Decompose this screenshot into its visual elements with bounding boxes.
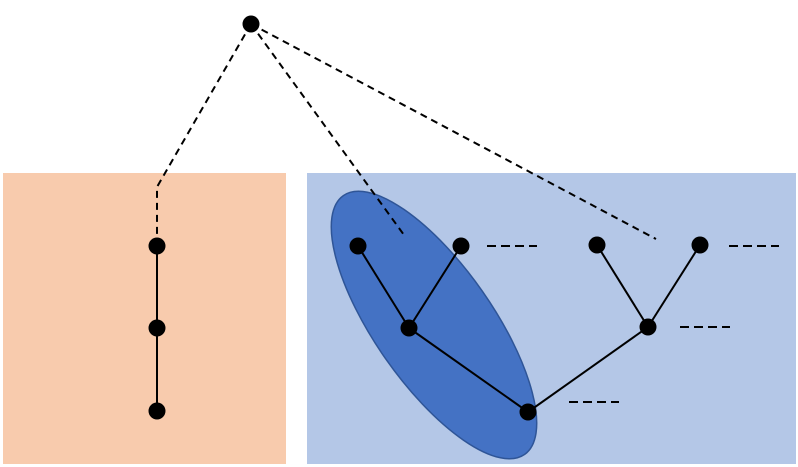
left-chain-bottom-node xyxy=(148,402,166,420)
root-to-second-subtree-dashed-edge xyxy=(250,23,657,240)
merge-left-edge xyxy=(408,327,529,413)
nodes xyxy=(148,15,709,421)
root-to-left-chain-dashed-edge xyxy=(156,23,252,246)
left-chain-top-node xyxy=(148,237,166,255)
left-subtree-left-leaf-edge xyxy=(357,245,410,329)
left-panel xyxy=(3,173,286,464)
dangling-dashed-markers xyxy=(487,245,779,403)
leaf-node-2 xyxy=(452,237,470,255)
leaf-node-3 xyxy=(588,236,606,254)
right-subtree-right-leaf-edge xyxy=(647,244,701,328)
dashed-edges xyxy=(156,23,657,246)
highlight-ellipse xyxy=(330,190,538,460)
left-chain-middle-node xyxy=(148,319,166,337)
left-subtree-right-leaf-edge xyxy=(408,245,462,329)
leaf-node-4 xyxy=(691,236,709,254)
root-to-first-subtree-dashed-edge xyxy=(250,23,405,236)
right-internal-node xyxy=(639,318,657,336)
left-internal-node xyxy=(400,319,418,337)
bottom-internal-node xyxy=(519,403,537,421)
root-node xyxy=(242,15,260,33)
right-subtree-left-leaf-edge xyxy=(596,244,649,328)
merge-right-edge xyxy=(527,326,649,413)
leaf-node-1 xyxy=(349,237,367,255)
solid-edges xyxy=(156,244,701,413)
